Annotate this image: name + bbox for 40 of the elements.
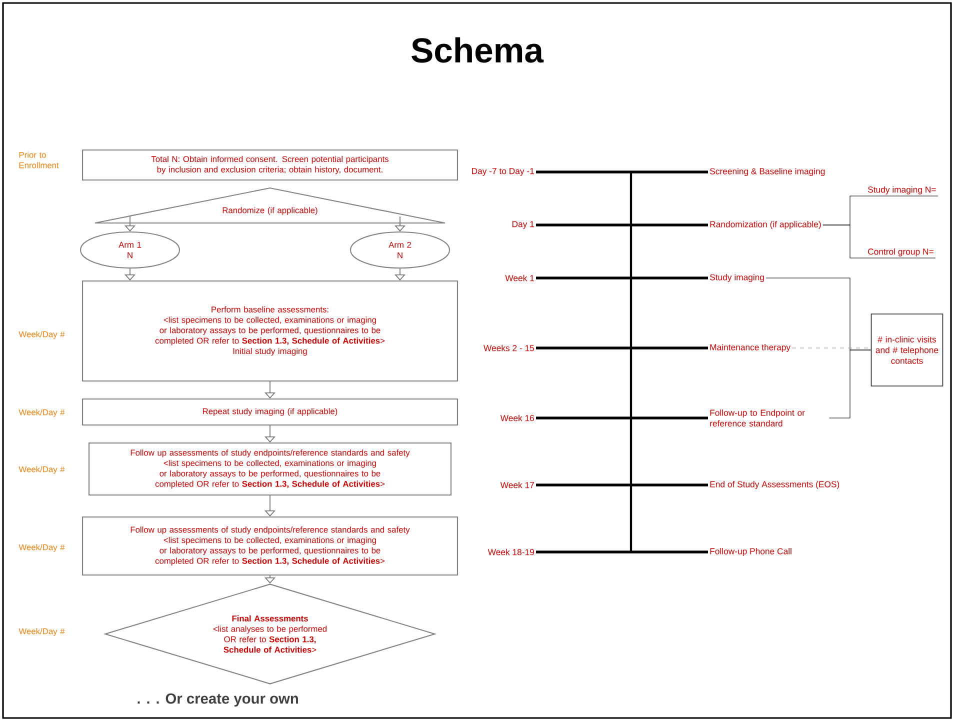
timeline-line bbox=[536, 484, 708, 486]
visits-box: # in-clinic visits and # telephone contacts bbox=[870, 313, 944, 387]
side-label: Week/Day # bbox=[18, 409, 65, 417]
group-label: Study imaging N= bbox=[868, 186, 936, 194]
time-label: Week 18-19 bbox=[488, 548, 534, 556]
event-label: Randomization (if applicable) bbox=[710, 220, 821, 230]
process-box: Perform baseline assessments: <list specimens to be collected, examinations or imaging or laboratory assays to be performed, questionnaires to be completed OR refer to Section 1.3, Schedule of Activities> Initial study imaging bbox=[82, 280, 458, 382]
time-label: Day 1 bbox=[512, 221, 534, 229]
timeline-line bbox=[536, 346, 708, 350]
side-label: Week/Day # bbox=[18, 466, 65, 474]
event-label: Study imaging bbox=[710, 274, 764, 282]
connector-line bbox=[822, 224, 936, 258]
timeline-line bbox=[536, 550, 708, 554]
event-label: Screening & Baseline imaging bbox=[710, 168, 825, 176]
side-label: Week/Day # bbox=[18, 331, 65, 339]
event-label: Follow-up Phone Call bbox=[710, 548, 792, 556]
caption: . . . Or create your own bbox=[138, 693, 298, 707]
randomize-triangle: Randomize (if applicable) bbox=[94, 187, 446, 224]
process-box: Repeat study imaging (if applicable) bbox=[82, 398, 458, 426]
event-label: Follow-up to Endpoint or reference standard bbox=[710, 409, 805, 426]
side-label: Prior to Enrollment bbox=[19, 152, 59, 168]
time-label: Week 16 bbox=[500, 414, 534, 422]
process-box: Follow up assessments of study endpoints/reference standards and safety <list specimens to be collected, examinations or imaging or laboratory assays to be performed, questionnaires to be completed OR refer to Section 1.3, Schedule of Activities> bbox=[88, 442, 452, 496]
timeline-line bbox=[536, 224, 708, 226]
time-label: Week 1 bbox=[505, 274, 534, 282]
connector-line bbox=[828, 350, 872, 418]
process-box: Total N: Obtain informed consent. Screen potential participants by inclusion and exclusion criteria; obtain history, document. bbox=[82, 149, 458, 181]
event-label: End of Study Assessments (EOS) bbox=[710, 480, 840, 490]
process-box: Follow up assessments of study endpoints/reference standards and safety <list specimens to be collected, examinations or imaging or laboratory assays to be performed, questionnaires to be completed OR refer to Section 1.3, Schedule of Activities> bbox=[82, 516, 458, 576]
timeline-line bbox=[536, 170, 708, 174]
side-label: Week/Day # bbox=[18, 544, 65, 552]
title: Schema bbox=[412, 37, 544, 63]
time-label: Day -7 to Day -1 bbox=[472, 168, 534, 176]
timeline-line bbox=[536, 416, 708, 420]
time-label: Week 17 bbox=[500, 482, 534, 488]
event-label: Maintenance therapy bbox=[710, 344, 790, 352]
group-label: Control group N= bbox=[868, 248, 934, 256]
timeline-line bbox=[536, 276, 708, 280]
time-label: Weeks 2 - 15 bbox=[484, 344, 534, 352]
side-label: Week/Day # bbox=[18, 628, 65, 636]
